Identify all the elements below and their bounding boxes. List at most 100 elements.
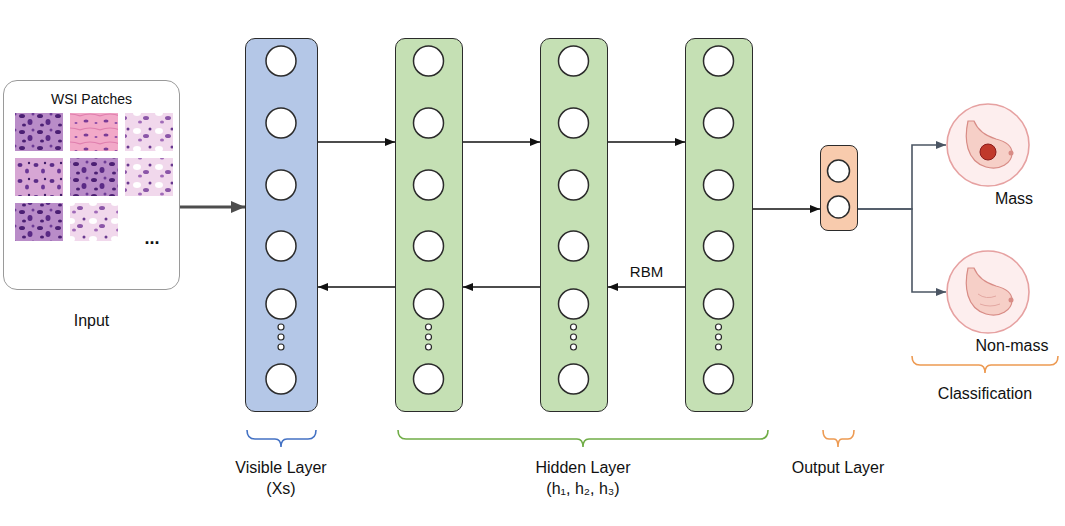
class-label: Mass [982,189,1046,209]
neuron [704,231,734,261]
layer-label: Visible Layer (Xs) [226,458,336,500]
tissue-patch [70,203,118,241]
ellipsis-dot [571,344,577,350]
ellipsis-dot [571,334,577,340]
class-ring-outline [947,104,1029,186]
class-circle: Non-mass [946,250,1030,334]
neuron-column [686,39,751,410]
neuron [559,289,589,319]
ellipsis-dot [716,334,722,340]
nipple [1009,298,1014,303]
neuron [266,364,296,394]
class-label: Non-mass [967,336,1057,356]
hidden-layer [685,38,753,412]
neuron [828,160,850,182]
neuron-column [396,39,461,410]
neuron [704,108,734,138]
neuron [414,170,444,200]
neuron [414,108,444,138]
ellipsis-dot [278,324,284,330]
tissue-patch [70,158,118,196]
ellipsis-dot [426,334,432,340]
output-layer [820,145,858,231]
neuron [414,231,444,261]
neuron [266,46,296,76]
panel-heading: WSI Patches [4,91,179,109]
icon-ground [947,251,1029,333]
nipple [1009,151,1014,156]
tissue-patch [15,113,63,151]
ellipsis-dot [716,344,722,350]
neuron [559,46,589,76]
hidden-layer [395,38,463,412]
tissue-patch [125,113,173,151]
ellipsis: ... [130,227,174,250]
neuron [559,231,589,261]
tissue-patch [125,158,173,196]
mass-lesion [980,144,996,160]
class-ring-outline [947,251,1029,333]
neuron [704,46,734,76]
stage-label: Classification [915,384,1055,405]
brace [912,356,1058,373]
tissue-patch [15,158,63,196]
input-caption: Input [4,311,179,331]
ellipsis-dot [716,324,722,330]
neuron [704,364,734,394]
class-ring [946,103,1030,187]
neuron [559,108,589,138]
brace [398,430,768,447]
layer-label: Hidden Layer (h₁, h₂, h₃) [527,458,639,500]
neuron [828,196,850,218]
brace [247,430,316,447]
breast-outline [966,268,1012,315]
input-arrow [180,206,245,209]
neuron [414,46,444,76]
connector-arrow [608,286,685,288]
ellipsis-dot [571,324,577,330]
wsi-patches [15,113,173,241]
class-ring [946,250,1030,334]
ellipsis-dot [426,344,432,350]
tissue-lines [978,294,1000,306]
edge-label: RBM [628,263,665,280]
neuron [559,364,589,394]
brace [823,430,854,447]
ellipsis-dot [278,344,284,350]
neuron [704,289,734,319]
connector-arrow [608,141,685,143]
neuron-column [541,39,606,410]
breast-mass-icon [947,104,1029,186]
visible-layer [245,38,318,412]
connector-arrow [318,286,395,288]
neuron [266,289,296,319]
connector-arrow [463,141,540,143]
neuron [414,364,444,394]
breast-outline [966,121,1012,168]
connector-arrow [753,208,820,210]
breast-normal-icon [947,251,1029,333]
tissue-patch [15,203,63,241]
neuron [266,170,296,200]
class-circle: Mass [946,103,1030,187]
ellipsis-dot [426,324,432,330]
connector-arrow [318,141,395,143]
neuron [266,231,296,261]
connector-arrow [858,145,946,209]
neuron [414,289,444,319]
neuron-column [821,146,856,229]
icon-ground [947,104,1029,186]
connector-arrow [858,209,946,292]
ellipsis-dot [278,334,284,340]
neuron [266,108,296,138]
neuron [704,170,734,200]
neuron-column [246,39,316,410]
neuron [559,170,589,200]
input-panel: WSI Patches...Input [3,80,180,290]
tissue-patch [70,113,118,151]
layer-label: Output Layer [778,458,898,479]
hidden-layer [540,38,608,412]
connector-arrow [463,286,540,288]
